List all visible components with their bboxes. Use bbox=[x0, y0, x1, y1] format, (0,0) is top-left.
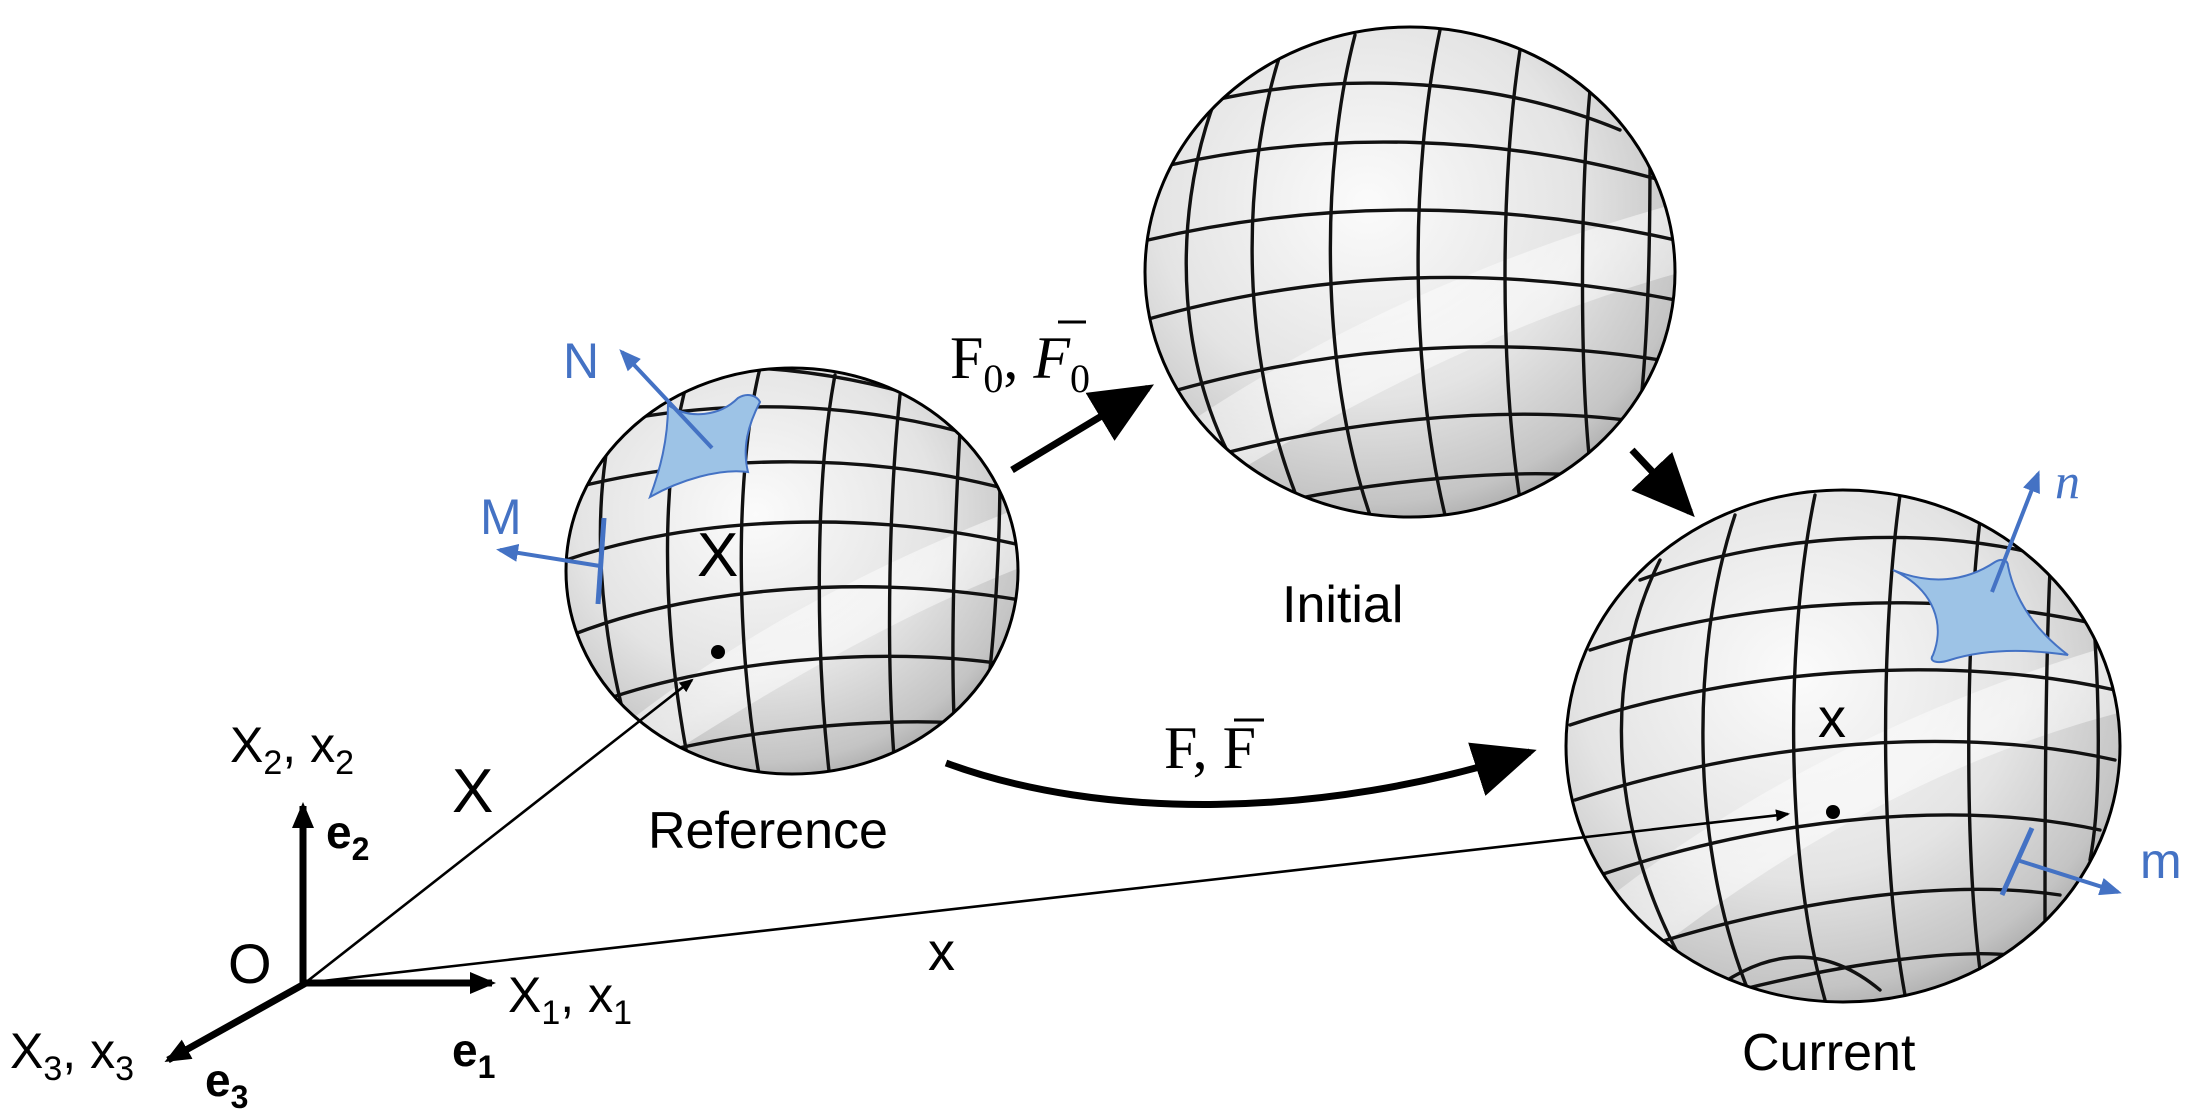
label-n: n bbox=[2055, 453, 2080, 509]
axis-e3 bbox=[164, 979, 308, 1064]
svg-text:F, F: F, F bbox=[1164, 715, 1256, 781]
label-initial: Initial bbox=[1282, 576, 1403, 634]
label-axis-1: X1, x1 bbox=[508, 967, 632, 1032]
coordinate-frame bbox=[164, 802, 496, 1064]
label-M: M bbox=[480, 489, 522, 545]
label-axis-2: X2, x2 bbox=[230, 717, 354, 782]
reference-edge-M bbox=[595, 517, 607, 605]
arrow-initial-to-current bbox=[1629, 447, 1695, 518]
reference-area-patch bbox=[648, 394, 762, 500]
label-N: N bbox=[563, 333, 599, 389]
label-reference: Reference bbox=[648, 802, 888, 860]
normal-N-arrow bbox=[619, 349, 714, 450]
reference-grid-lines bbox=[566, 368, 1018, 774]
label-axis-3: X3, x3 bbox=[10, 1023, 134, 1088]
conormal-m-arrow bbox=[2016, 858, 2122, 896]
normal-n-arrow bbox=[1990, 470, 2040, 593]
current-sphere bbox=[1564, 488, 2122, 1004]
label-origin: O bbox=[228, 932, 272, 995]
label-e2: e2 bbox=[326, 806, 369, 867]
initial-grid-lines bbox=[1145, 28, 1675, 517]
reference-sphere bbox=[564, 366, 1020, 776]
conormal-M-arrow bbox=[496, 543, 601, 568]
initial-sphere bbox=[1143, 25, 1677, 519]
label-current: Current bbox=[1742, 1024, 1916, 1082]
label-e1: e1 bbox=[452, 1024, 495, 1085]
label-x-vector: x bbox=[928, 922, 955, 982]
label-m: m bbox=[2140, 833, 2182, 889]
label-x-point: x bbox=[1818, 686, 1846, 749]
svg-text:F0, F0: F0, F0 bbox=[950, 325, 1090, 401]
label-X-point: X bbox=[697, 521, 738, 590]
arrow-reference-to-current bbox=[944, 742, 1537, 808]
arrow-reference-to-initial bbox=[1010, 384, 1154, 473]
label-F-Fbar: F, F bbox=[1164, 715, 1264, 781]
label-F0-Fbar0: F0, F0 bbox=[950, 320, 1090, 401]
reference-point bbox=[711, 645, 725, 659]
label-X-vector: X bbox=[452, 757, 493, 826]
current-area-patch bbox=[1892, 558, 2069, 664]
position-vector-x bbox=[304, 809, 1790, 985]
position-vector-X bbox=[304, 678, 694, 985]
current-point bbox=[1826, 805, 1840, 819]
label-e3: e3 bbox=[205, 1054, 248, 1115]
